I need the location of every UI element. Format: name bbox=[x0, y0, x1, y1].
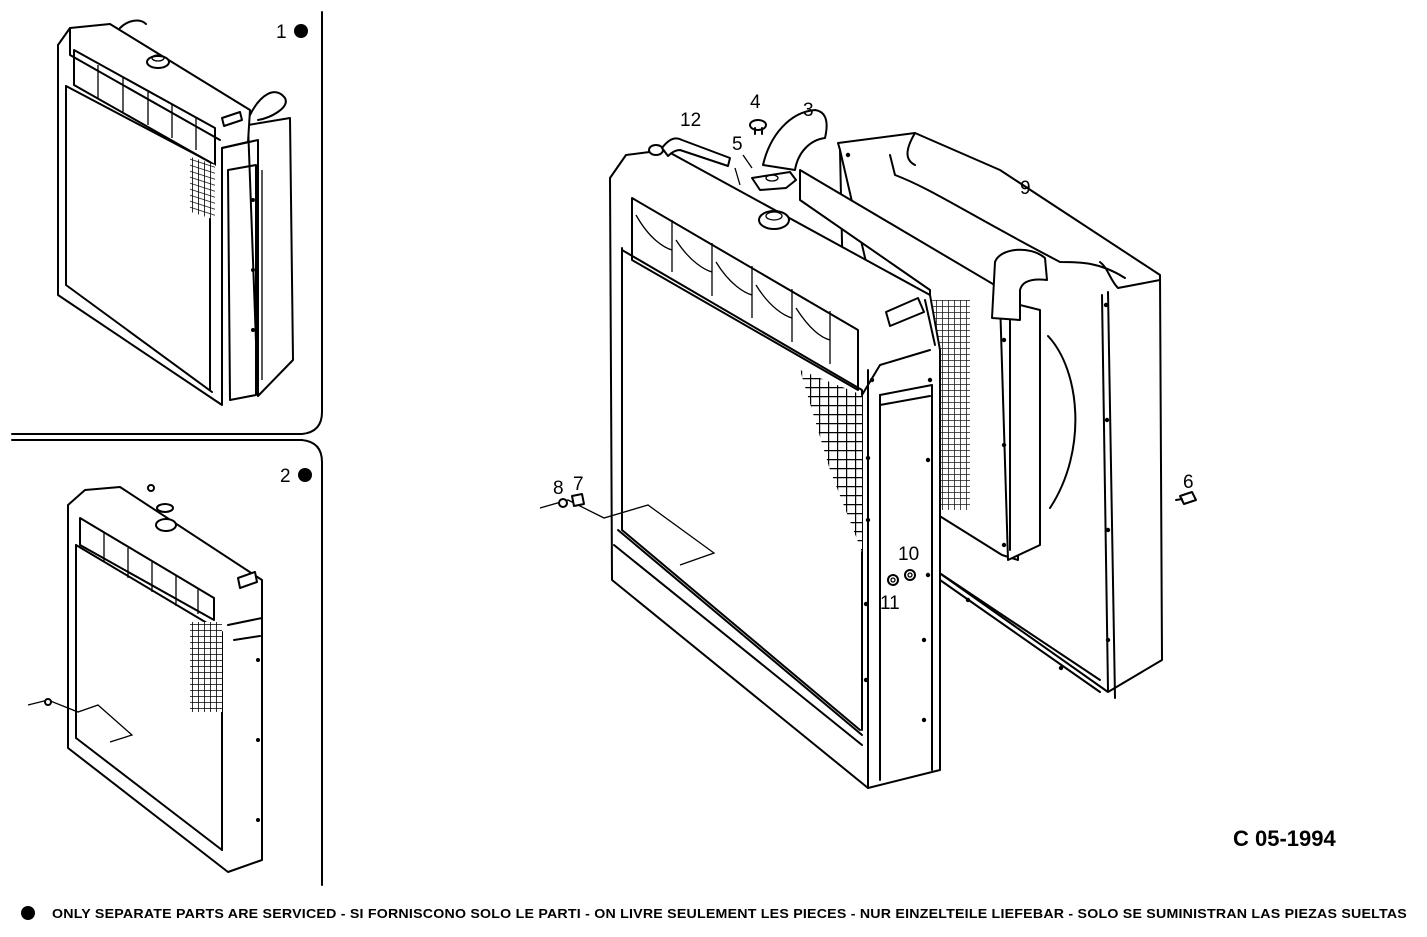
radiator-variant-1-drawing bbox=[57, 19, 294, 406]
serviced-marker-icon bbox=[294, 24, 308, 38]
variant-1-label: 1 bbox=[276, 22, 287, 43]
footer-note: ONLY SEPARATE PARTS ARE SERVICED - SI FO… bbox=[52, 906, 1407, 921]
callout-7: 7 bbox=[573, 474, 584, 495]
callout-6: 6 bbox=[1183, 472, 1194, 493]
serviced-marker-icon bbox=[21, 906, 35, 920]
serviced-marker-icon bbox=[298, 468, 312, 482]
loose-parts-drawing bbox=[558, 109, 1197, 586]
callout-9: 9 bbox=[1020, 178, 1031, 199]
variant-2-label: 2 bbox=[280, 466, 291, 487]
drawing-code: C 05-1994 bbox=[1233, 826, 1337, 851]
radiator-frame-drawing bbox=[539, 144, 941, 789]
radiator-variant-2-drawing bbox=[27, 484, 263, 873]
callout-8: 8 bbox=[553, 478, 564, 499]
callout-4: 4 bbox=[750, 92, 761, 113]
callout-5: 5 bbox=[732, 134, 743, 155]
inset-frame bbox=[11, 11, 323, 886]
callout-12: 12 bbox=[680, 110, 701, 131]
callout-3: 3 bbox=[803, 100, 814, 121]
callout-10: 10 bbox=[898, 544, 919, 565]
callout-11: 11 bbox=[880, 593, 900, 614]
